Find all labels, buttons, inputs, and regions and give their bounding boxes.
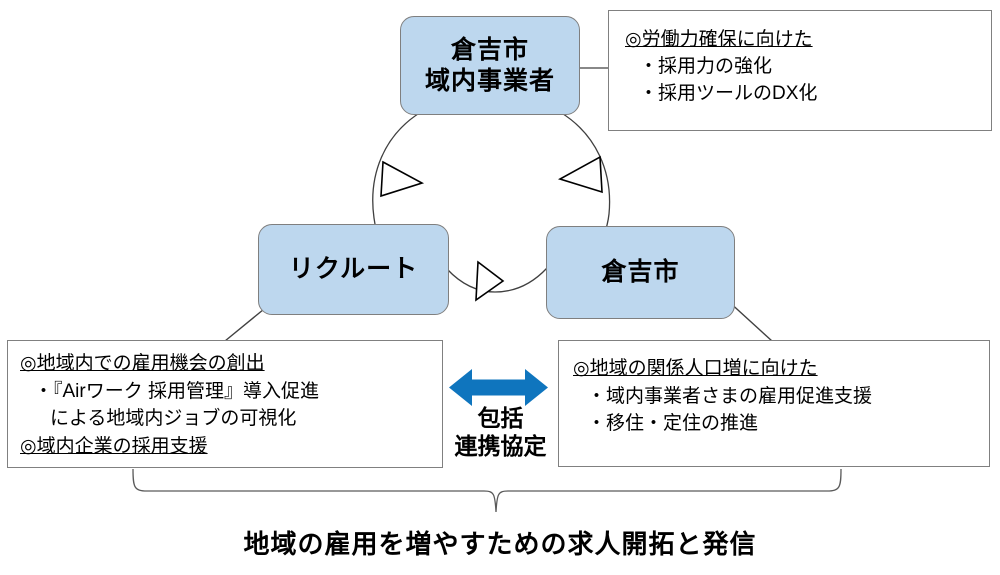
cycle-arc-left-to-right — [446, 260, 548, 302]
info-box-labor-force-heading: ◎労働力確保に向けた — [625, 29, 813, 50]
node-recruit[interactable]: リクルート — [258, 224, 449, 315]
node-top-line-1: 倉吉市 — [450, 36, 529, 64]
info-box-city-initiatives: ◎地域の関係人口増に向けた ・域内事業者さまの雇用促進支援 ・移住・定住の推進 — [558, 340, 990, 467]
info-box-labor-force-item-1: ・採用力の強化 — [639, 55, 773, 77]
info-box-recruit-heading-2: ◎域内企業の採用支援 — [20, 435, 208, 457]
info-box-city-heading: ◎地域の関係人口増に向けた — [573, 358, 818, 379]
node-kurayoshi-city[interactable]: 倉吉市 — [546, 226, 735, 319]
info-box-city-item-1: ・域内事業者さまの雇用促進支援 — [587, 385, 873, 407]
summary-caption: 地域の雇用を増やすための求人開拓と発信 — [243, 529, 757, 559]
node-top-line-2: 域内事業者 — [424, 66, 555, 95]
info-box-recruit-heading-1: ◎地域内での雇用機会の創出 — [20, 353, 265, 374]
node-left-line-1: リクルート — [288, 255, 419, 284]
info-box-labor-force-item-2: ・採用ツールのDX化 — [639, 82, 818, 104]
agreement-label: 包括 連携協定 — [443, 404, 558, 460]
agreement-double-arrow — [449, 369, 548, 406]
info-box-city-item-2: ・移住・定住の推進 — [587, 413, 759, 435]
agreement-label-line-2: 連携協定 — [454, 433, 547, 460]
info-box-labor-force: ◎労働力確保に向けた ・採用力の強化 ・採用ツールのDX化 — [608, 10, 992, 131]
info-box-recruit-item-1-continued: による地域内ジョブの可視化 — [50, 408, 297, 430]
info-box-recruit-initiatives: ◎地域内での雇用機会の創出 ・『Airワーク 採用管理』導入促進 による地域内ジ… — [7, 340, 443, 468]
node-right-line-1: 倉吉市 — [601, 258, 680, 287]
node-kurayoshi-local-businesses[interactable]: 倉吉市 域内事業者 — [400, 16, 580, 115]
info-box-recruit-item-1: ・『Airワーク 採用管理』導入促進 — [34, 380, 320, 402]
agreement-label-line-1: 包括 — [477, 405, 524, 431]
summary-brace — [132, 468, 842, 513]
